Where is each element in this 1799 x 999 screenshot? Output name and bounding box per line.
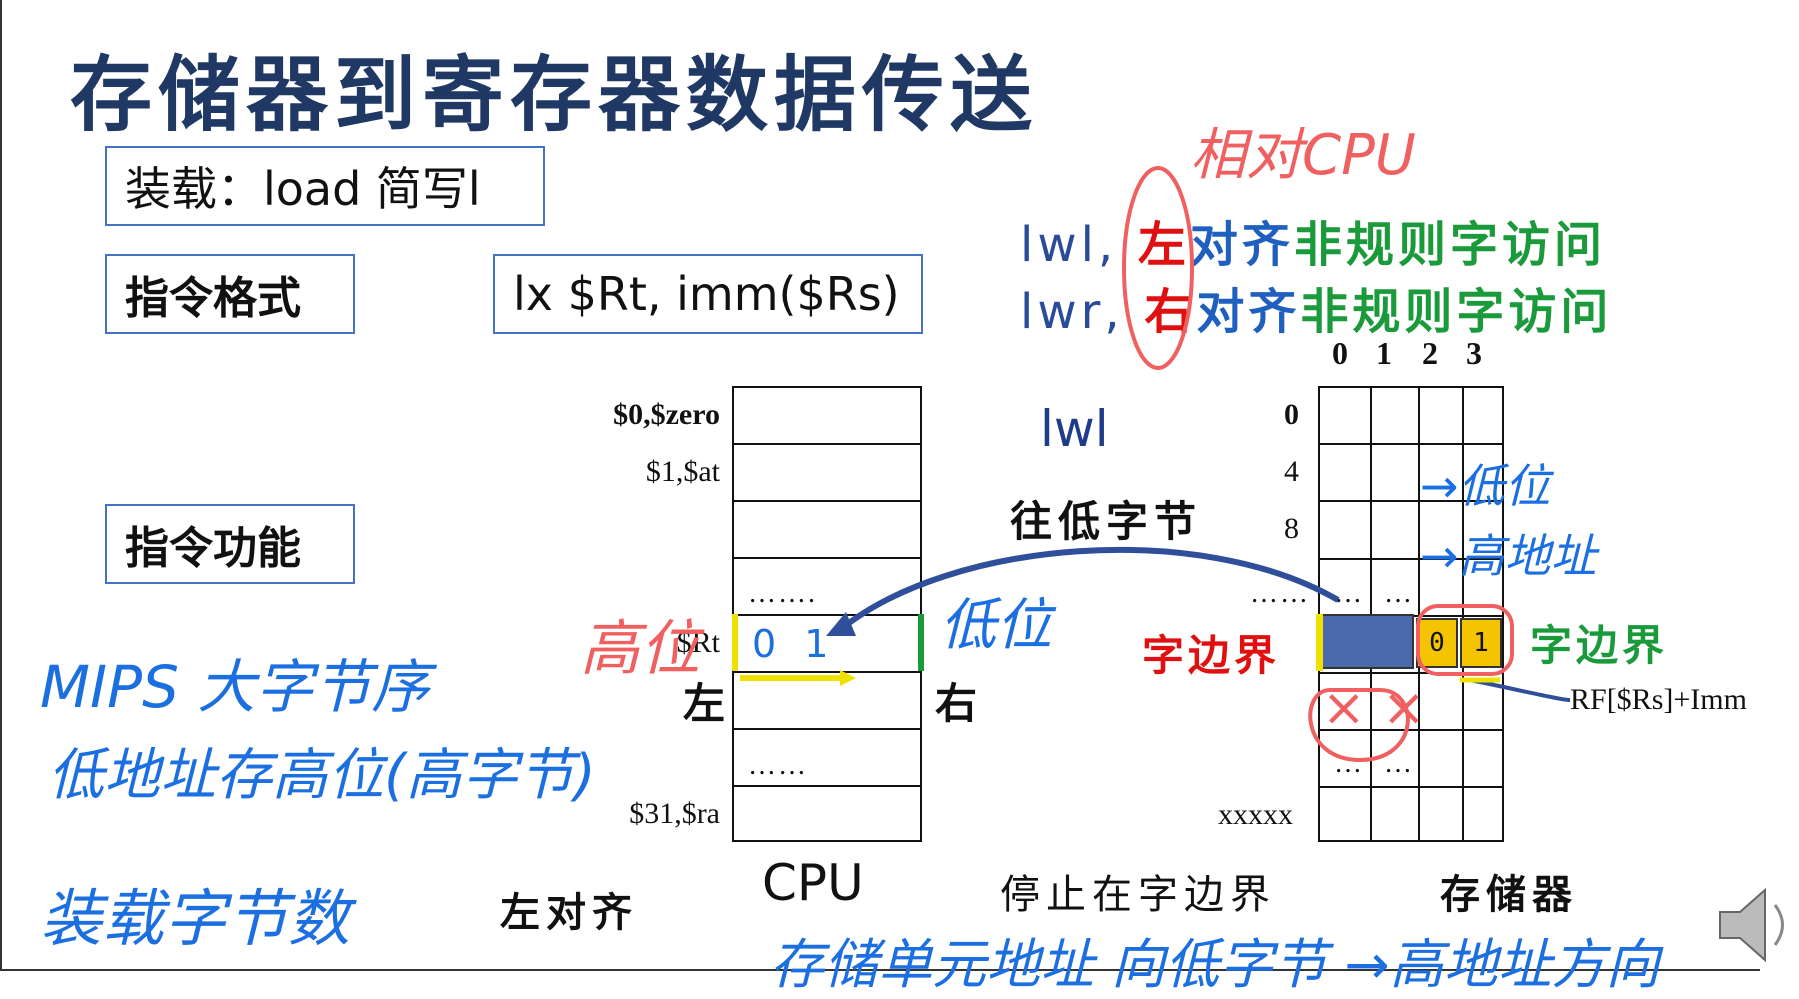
right-label: 右 [935,679,978,728]
register-label-ra: $31,$ra [629,797,720,830]
instruction-align: 对齐 [1196,284,1301,340]
word-boundary-red: 字边界 [1142,631,1281,680]
mem-address: 4 [1284,455,1299,488]
memory-row-line [1320,786,1502,788]
mem-address: 0 [1284,398,1299,431]
high-addr-note: →高地址 [1420,529,1597,583]
mem-address: xxxxx [1218,798,1293,831]
memory-row-line [1320,443,1502,445]
instruction-desc: 非规则字访问 [1293,217,1606,273]
memory-col-line [1418,388,1420,840]
speaker-icon [1719,887,1784,963]
register-label-rt: $Rt [676,626,720,659]
register-label-at: $1,$at [645,455,720,488]
transfer-arrow [838,546,1340,633]
instruction-align: 对齐 [1189,217,1294,273]
mem-col-index: 2 [1422,335,1438,371]
to-low-bytes-label: 往低字节 [1010,497,1203,546]
memory-label: 存储器 [1440,872,1578,918]
memory-row-line [1320,500,1502,502]
mem-address: 8 [1284,512,1299,545]
mem-col-index: 1 [1376,335,1392,371]
cross-circle-mark [1308,688,1410,763]
format-box-text: 指令格式 [125,273,301,324]
format-box: 指令格式 [105,254,355,334]
register-row [734,559,920,616]
lwl-label: lwl [1040,400,1109,458]
memory-col-line [1462,388,1464,840]
instruction-side: 左 [1137,217,1190,273]
instruction-desc: 非规则字访问 [1300,284,1613,340]
high-pos-note: 高位 [580,614,700,684]
cpu-label: CPU [762,854,864,912]
memory-row-line [1320,558,1502,560]
instruction-lwr: lwr, 右对齐非规则字访问 [1020,272,1612,342]
side-circle-mark [1122,166,1194,370]
memory-left-marker [1316,614,1323,671]
transfer-arrowhead [826,612,856,636]
function-box-text: 指令功能 [125,523,301,574]
rt-direction-arrowhead [840,670,856,686]
rt-left-marker [732,614,738,671]
low-pos-blue-note: 低位 [940,593,1052,658]
load-bytes-note: 装载字节数 [40,882,351,955]
load-box: 装载：load 简写l [105,146,545,226]
register-row [734,388,920,445]
register-row-rt [734,616,920,673]
register-row [734,502,920,559]
left-align-label: 左对齐 [500,890,638,936]
byte-circle-mark [1416,604,1514,676]
cross-marks: × × [1322,678,1426,738]
relative-cpu-note: 相对CPU [1190,123,1416,188]
function-box: 指令功能 [105,504,355,584]
low-pos-note: →低位 [1420,459,1551,513]
rf-pointer-arrow [1469,678,1571,702]
instruction-mnemonic: lwl, [1020,217,1118,273]
register-label-zero: $0,$zero [613,398,720,431]
rt-right-marker [918,614,924,671]
register-row [734,673,920,730]
register-row [734,730,920,787]
instruction-lwl: lwl, 左对齐非规则字访问 [1020,205,1606,275]
syntax-box: lx $Rt, imm($Rs) [493,254,923,334]
mem-col-index: 3 [1466,335,1482,371]
memory-word-fill [1318,614,1414,669]
left-label: 左 [683,679,726,728]
frame-border-left [0,0,2,970]
memory-dots: … [1334,748,1364,779]
word-boundary-green: 字边界 [1530,621,1669,670]
mem-col-index: 0 [1332,335,1348,371]
memory-dots: … [1334,578,1364,609]
stop-at-boundary-label: 停止在字边界 [1000,872,1276,918]
memory-row-line [1320,729,1502,731]
rf-address-label: RF[$Rs]+Imm [1570,683,1747,716]
storage-note: 存储单元地址 向低字节 →高地址方向 [770,933,1660,996]
low-addr-high-bits-note: 低地址存高位(高字节) [48,743,596,808]
frame-border-bottom [0,969,1760,971]
rt-value: 0 1 [752,622,837,666]
register-dots-top: ……. [748,578,817,609]
memory-byte-1: 1 [1460,618,1502,668]
instruction-mnemonic: lwr, [1020,284,1124,340]
syntax-box-text: lx $Rt, imm($Rs) [513,267,900,321]
memory-row-line [1320,672,1502,674]
mips-big-endian-note: MIPS 大字节序 [40,653,430,721]
page-title: 存储器到寄存器数据传送 [70,47,1039,143]
register-row [734,445,920,502]
register-dots-bottom: …… [748,750,808,781]
memory-dots: … [1384,578,1414,609]
load-box-text: 装载：load 简写l [125,162,481,216]
